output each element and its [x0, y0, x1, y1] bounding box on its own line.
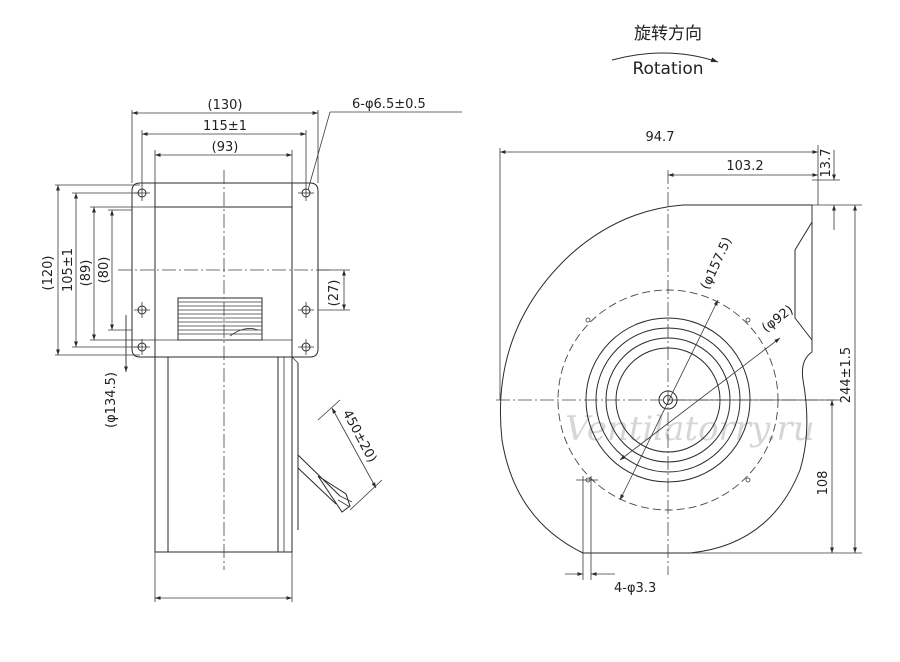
- dim-top-gap: 13.7: [819, 149, 834, 178]
- front-view: (φ157.5) (φ92) 94.7 103.2 13.7 244±1.5 1…: [496, 130, 862, 596]
- front-right-dims: 244±1.5 108: [668, 205, 862, 554]
- dim-holes: 6-φ6.5±0.5: [352, 97, 426, 112]
- scroll-housing: [499, 204, 813, 554]
- dim-hole-pitch: 115±1: [203, 119, 247, 134]
- front-top-dims: 94.7 103.2 13.7: [499, 130, 862, 400]
- dim-inner-width: (93): [212, 140, 239, 155]
- dim-diameter-outer: (φ157.5): [698, 235, 735, 292]
- mount-hole-icon: [585, 317, 591, 323]
- rotation-title-en: Rotation: [632, 59, 703, 79]
- side-diameter-dim: (φ134.5): [104, 315, 128, 428]
- dim-width-outer: (130): [208, 98, 243, 113]
- housing-body: [154, 357, 293, 553]
- cable-dim: 450±20): [317, 399, 383, 511]
- dim-mount-holes: 4-φ3.3: [614, 581, 656, 596]
- dim-lower-height: 108: [816, 471, 831, 496]
- side-right-dims: (27): [318, 269, 350, 311]
- flange-plate: [131, 182, 319, 358]
- side-bottom-dim: [154, 552, 293, 602]
- front-bottom-dims: 4-φ3.3: [565, 476, 656, 596]
- rotation-arrow-icon: [611, 52, 719, 63]
- dim-diameter: (φ134.5): [104, 372, 119, 428]
- rotation-title-cn: 旋转方向: [634, 24, 702, 44]
- dim-pitch-v: 105±1: [61, 248, 76, 292]
- rotation-indicator: 旋转方向 Rotation: [611, 24, 719, 79]
- dim-top-width: 94.7: [646, 130, 675, 145]
- power-cable: [297, 454, 353, 513]
- dim-height-total: 244±1.5: [839, 347, 854, 403]
- dim-flange-h: (80): [97, 257, 112, 284]
- outlet-flange: [794, 221, 813, 341]
- dim-diameter-inner: (φ92): [759, 303, 796, 336]
- side-left-dims: (120) 105±1 (89) (80): [41, 184, 155, 356]
- side-top-dims: (130) 115±1 (93) 6-φ6.5±0.5: [131, 97, 462, 191]
- dim-inner-h: (89): [79, 260, 94, 287]
- dim-height-outer: (120): [41, 256, 56, 291]
- dim-outlet: (27): [327, 280, 342, 307]
- dim-center-offset: 103.2: [726, 159, 763, 174]
- side-view: (130) 115±1 (93) 6-φ6.5±0.5 (120) 105±1 …: [41, 97, 462, 602]
